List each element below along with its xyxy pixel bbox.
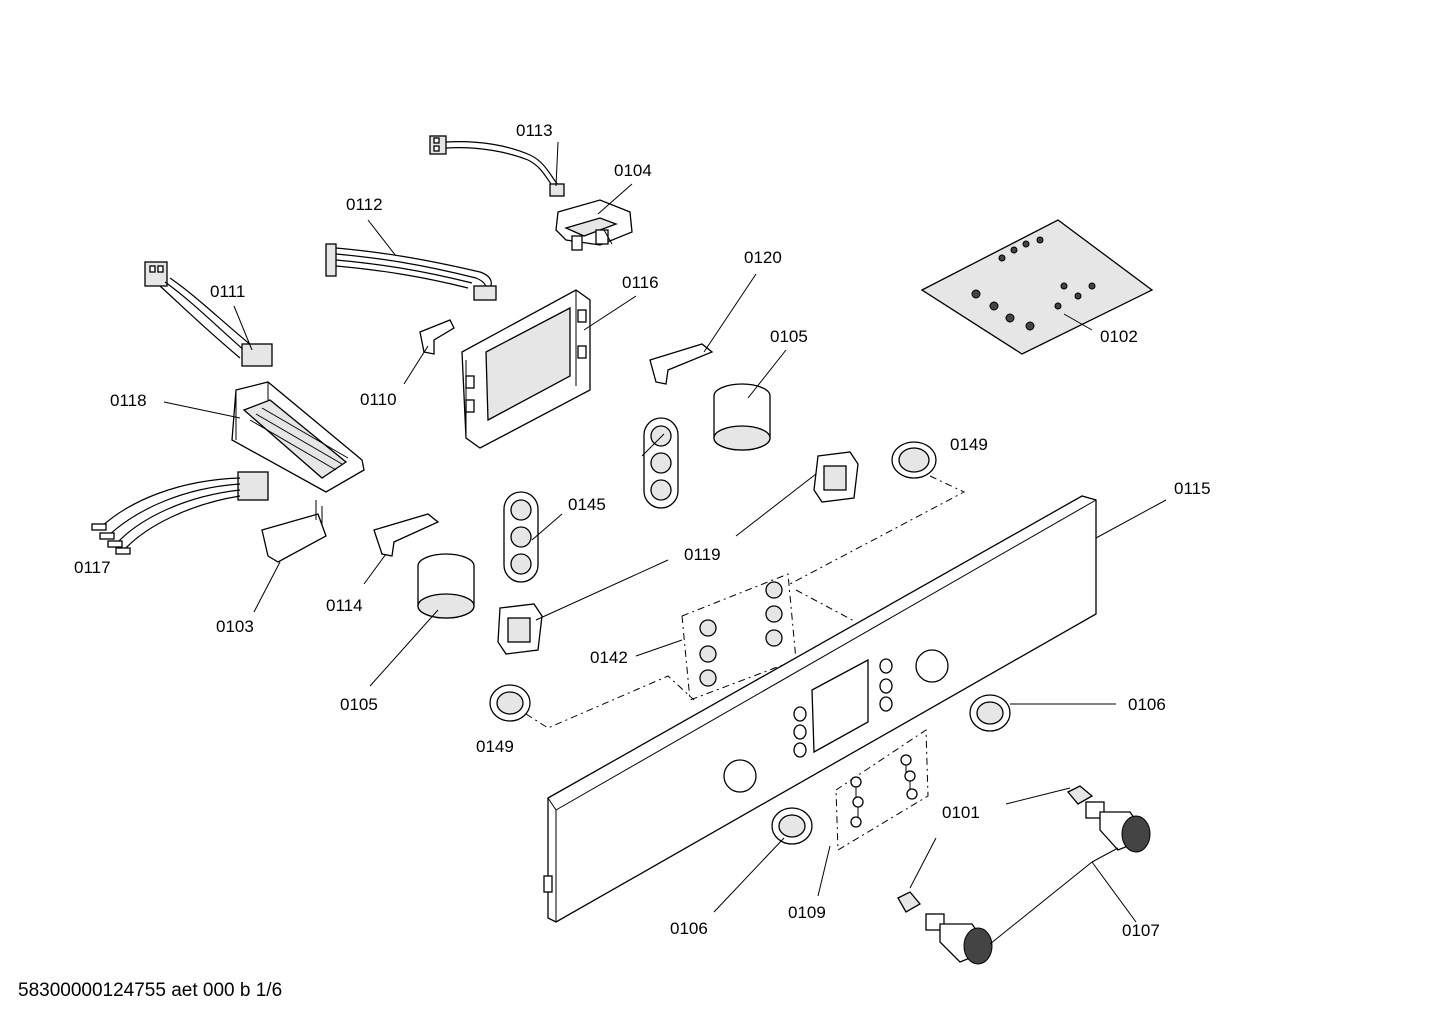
label-0110: 0110: [360, 390, 397, 409]
label-0116: 0116: [622, 273, 659, 292]
label-0118: 0118: [110, 391, 147, 410]
part-0106-ring-right: [969, 694, 1011, 732]
label-0106-left: 0106: [670, 919, 708, 938]
part-0106-ring-left: [771, 807, 813, 845]
part-0110-clip: [419, 319, 455, 355]
part-0102-screw-bag: [920, 219, 1154, 355]
label-0120: 0120: [744, 248, 782, 267]
label-0145: 0145: [568, 495, 606, 514]
part-0111-cable: [144, 261, 273, 367]
assembly-lines: [525, 475, 966, 729]
part-0107-knob-lower: [925, 913, 993, 965]
label-0101: 0101: [942, 803, 980, 822]
label-0104: 0104: [614, 161, 652, 180]
label-0106-right: 0106: [1128, 695, 1166, 714]
label-0113: 0113: [516, 121, 553, 140]
part-0145-light-guide-lower: [503, 491, 539, 583]
label-0103: 0103: [216, 617, 254, 636]
part-0149-ring-lower: [489, 684, 531, 722]
label-0105-upper: 0105: [770, 327, 808, 346]
label-0149-lower: 0149: [476, 737, 514, 756]
label-0112: 0112: [346, 195, 383, 214]
part-0104-switch: [555, 199, 633, 251]
label-0102: 0102: [1100, 327, 1138, 346]
part-0119-sensor-lower: [497, 603, 543, 655]
label-0117: 0117: [74, 558, 111, 577]
part-0103-bracket: [261, 500, 327, 563]
part-0109-screws: [835, 729, 929, 851]
part-0101-insert-upper: [1066, 785, 1094, 805]
label-0119: 0119: [684, 545, 721, 564]
label-0111: 0111: [210, 282, 245, 301]
part-0101-insert-lower: [897, 891, 921, 913]
document-id-footer: 58300000124755 aet 000 b 1/6: [18, 980, 283, 1001]
label-0114: 0114: [326, 596, 363, 615]
part-0116-display-board: [461, 289, 591, 449]
part-0115-control-panel: [543, 495, 1097, 923]
part-0113-cable: [429, 135, 565, 197]
part-0114-clip: [373, 513, 440, 557]
part-0120-clip: [649, 343, 714, 385]
part-0118-terminal-block: [231, 381, 365, 493]
label-0149-upper: 0149: [950, 435, 988, 454]
part-0119-sensor-upper: [813, 451, 859, 503]
label-0107: 0107: [1122, 921, 1160, 940]
label-0109: 0109: [788, 903, 826, 922]
label-0142: 0142: [590, 648, 628, 667]
part-0107-knob-upper: [1085, 801, 1151, 853]
part-0142-buttons: [681, 573, 797, 701]
part-0145-light-guide-upper: [643, 417, 679, 509]
label-0115: 0115: [1174, 479, 1211, 498]
leader-lines: [163, 141, 1167, 945]
part-0105-encoder-lower: [417, 553, 475, 619]
part-0117-harness: [91, 471, 269, 555]
part-0112-ribbon-cable: [325, 243, 497, 301]
part-0149-ring-upper: [891, 441, 937, 479]
part-0105-encoder-upper: [713, 383, 771, 451]
label-0105-lower: 0105: [340, 695, 378, 714]
part-labels: 0113 0104 0112 0111 0116 0120 0105 0102 …: [74, 121, 1211, 940]
